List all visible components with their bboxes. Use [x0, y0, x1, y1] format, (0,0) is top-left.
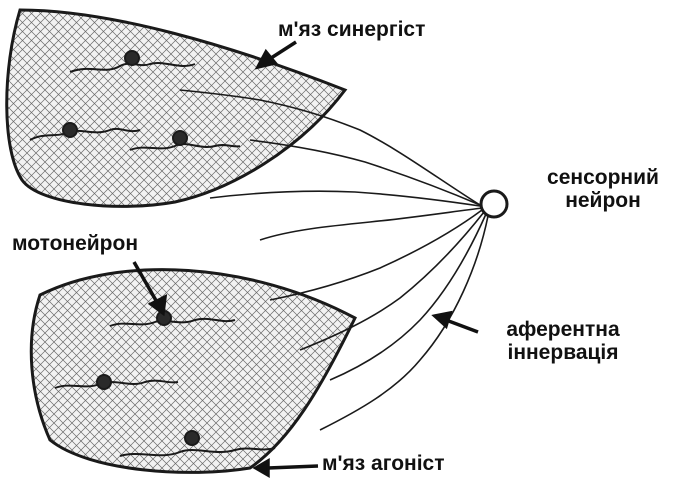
afferent-label-line2: іннервація: [478, 341, 648, 364]
synergist-muscle-label: м'яз синергіст: [278, 18, 425, 41]
sensory-neuron-label-line2: нейрон: [528, 189, 678, 212]
sensory-neuron-label-line1: сенсорний: [528, 166, 678, 189]
afferent-label-line1: аферентна: [478, 318, 648, 341]
agonist-muscle-label: м'яз агоніст: [322, 452, 445, 475]
sensory-neuron-label: сенсорний нейрон: [528, 166, 678, 212]
afferent-innervation-label: аферентна іннервація: [478, 318, 648, 364]
agonist-muscle: [0, 240, 370, 490]
sensory-neuron-soma: [481, 191, 507, 217]
motoneuron-label: мотонейрон: [12, 232, 138, 255]
